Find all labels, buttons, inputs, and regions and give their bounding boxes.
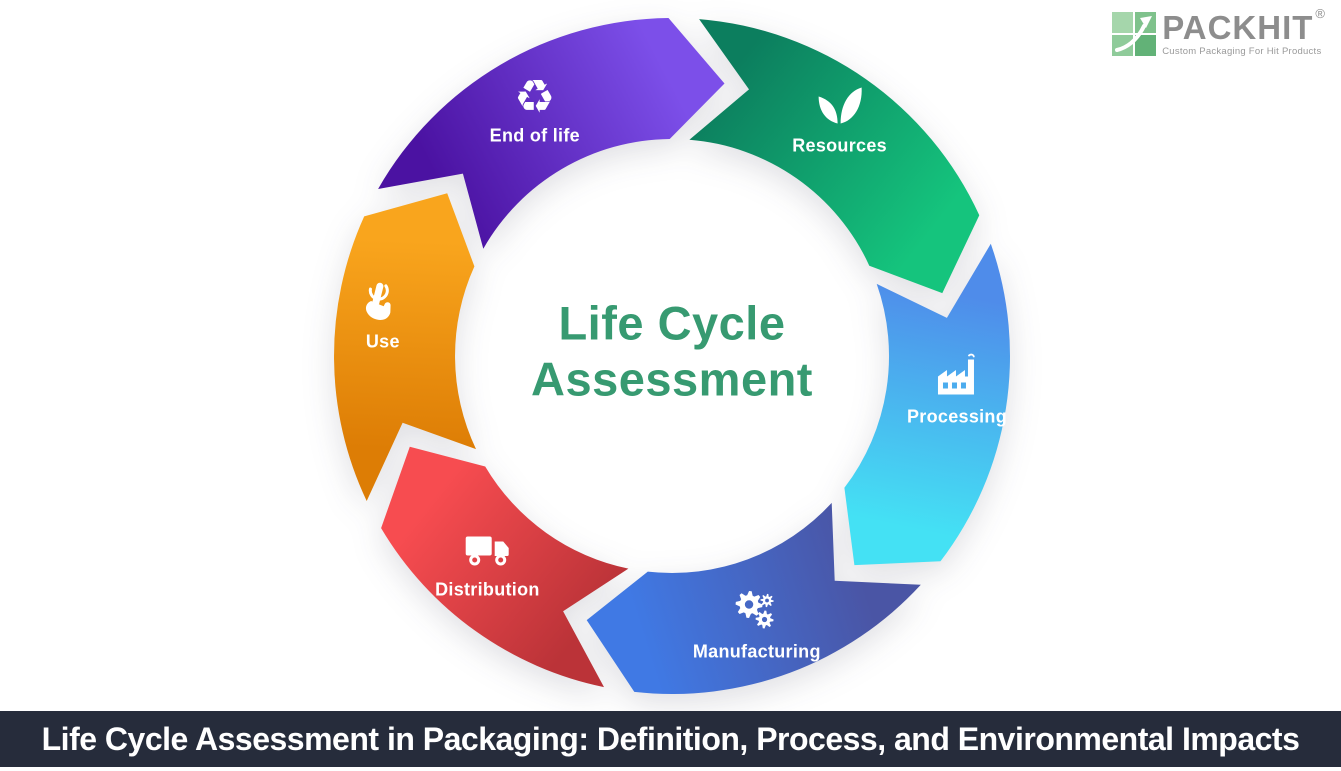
manufacturing-label-block: Manufacturing xyxy=(693,587,821,662)
brand-tagline: Custom Packaging For Hit Products xyxy=(1162,46,1322,57)
banner-title: Life Cycle Assessment in Packaging: Defi… xyxy=(41,720,1300,757)
gears-icon xyxy=(732,587,782,637)
growth-arrow-grid-icon xyxy=(1111,11,1157,57)
segment-label: End of life xyxy=(489,125,580,145)
factory-icon xyxy=(932,353,982,403)
segment-label: Use xyxy=(365,331,400,352)
processing-label-block: Processing xyxy=(907,353,1007,428)
resources-label-block: Resources xyxy=(792,82,887,157)
title-banner: Life Cycle Assessment in Packaging: Defi… xyxy=(0,711,1341,767)
end-of-life-label-block: ♻End of life xyxy=(490,71,580,146)
leaf-icon xyxy=(815,82,865,132)
segment-label: Resources xyxy=(792,135,887,156)
end-of-life-segment xyxy=(378,18,725,249)
segment-label: Distribution xyxy=(435,579,540,599)
resources-segment xyxy=(689,19,980,294)
segment-label: Manufacturing xyxy=(692,641,821,662)
registered-trademark: ® xyxy=(1315,6,1325,21)
diagram-title-line1: Life Cycle xyxy=(558,296,786,350)
distribution-segment xyxy=(381,446,629,688)
use-segment xyxy=(334,193,476,502)
recycle-icon: ♻ xyxy=(514,69,556,123)
distribution-label-block: Distribution xyxy=(435,525,540,600)
truck-icon xyxy=(462,525,512,575)
diagram-title-line2: Assessment xyxy=(531,353,813,406)
brand-name: PACKHIT xyxy=(1162,9,1314,46)
segment-label: Processing xyxy=(906,406,1008,427)
packhit-logo: PACKHIT ® Custom Packaging For Hit Produ… xyxy=(1111,7,1325,57)
tap-icon xyxy=(358,278,408,328)
diagram-title: Life Cycle Assessment xyxy=(531,296,813,409)
use-label-block: Use xyxy=(358,278,408,353)
processing-segment xyxy=(844,243,1010,566)
